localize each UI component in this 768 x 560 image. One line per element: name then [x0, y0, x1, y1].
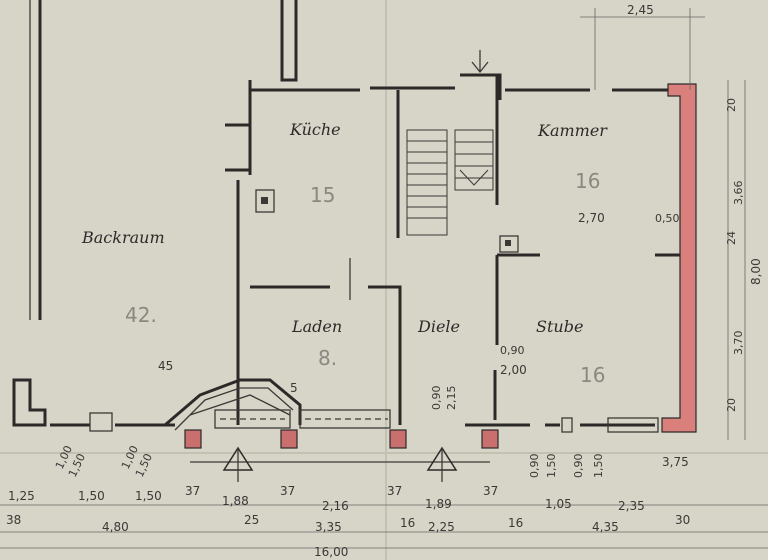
- dim-right-5: 20: [725, 398, 738, 412]
- dim-right-1: 20: [725, 98, 738, 112]
- dim-bottom-row2: 16: [508, 516, 523, 530]
- dim-bottom-row1: 37: [483, 484, 498, 498]
- entrance-markers: [190, 446, 490, 482]
- dim-opening-7: 0,90: [572, 454, 585, 479]
- dim-bottom-row1: 37: [387, 484, 402, 498]
- dim-bottom-row1: 1,50: [78, 489, 105, 503]
- room-label-backraum: Backraum: [81, 228, 165, 247]
- dim-interior-6: 2,15: [445, 386, 458, 411]
- dim-bottom-row1: 2,16: [322, 499, 349, 513]
- chimney-flues: [255, 189, 519, 253]
- room-label-kueche: Küche: [289, 120, 341, 139]
- dim-bottom-row2: 4,35: [592, 520, 619, 534]
- dim-right-3: 24: [725, 231, 738, 245]
- area-kammer: 16: [575, 169, 600, 193]
- area-kueche: 15: [310, 183, 335, 207]
- area-annotations: 42. 15 16 8. 16 45: [125, 169, 605, 387]
- dim-bottom-row2: 25: [244, 513, 259, 527]
- dim-interior-4: 2,00: [500, 363, 527, 377]
- dim-opening-5: 0,90: [528, 454, 541, 479]
- shop-front: [164, 378, 391, 431]
- right-dimensions: 20 3,66 24 3,70 20 8,00: [725, 98, 763, 412]
- bottom-dimensions: 1,25 1,50 1,50 37 1,88 37 2,16 37 1,89 3…: [6, 484, 690, 559]
- neighbor-wall: [12, 0, 47, 427]
- dim-right-total: 8,00: [749, 258, 763, 285]
- room-label-diele: Diele: [417, 317, 460, 336]
- interior-walls: [225, 75, 680, 425]
- red-exterior-wall: [661, 83, 697, 433]
- window-stubs: [89, 412, 659, 433]
- dim-bottom-row1: 1,88: [222, 494, 249, 508]
- room-labels: Backraum Küche Kammer Laden Diele Stube: [81, 120, 608, 336]
- dim-top-width: 2,45: [627, 3, 654, 17]
- dim-bottom-row1: 1,05: [545, 497, 572, 511]
- dim-opening-9: 3,75: [662, 455, 689, 469]
- dim-interior-5: 0,90: [430, 386, 443, 411]
- dim-opening-8: 1,50: [592, 454, 605, 479]
- area-backraum: 42.: [125, 303, 157, 327]
- room-label-kammer: Kammer: [537, 121, 608, 140]
- room-label-stube: Stube: [536, 317, 583, 336]
- dim-opening-10: 5: [290, 381, 298, 395]
- dim-bottom-row2: 4,80: [102, 520, 129, 534]
- dim-interior-2: 0,50: [655, 212, 680, 225]
- room-label-laden: Laden: [291, 317, 342, 336]
- area-laden: 8.: [318, 346, 337, 370]
- staircase: [406, 50, 494, 236]
- dim-bottom-row2: 30: [675, 513, 690, 527]
- dim-bottom-row2: 2,25: [428, 520, 455, 534]
- dim-bottom-row1: 1,50: [135, 489, 162, 503]
- dim-opening-6: 1,50: [545, 454, 558, 479]
- dim-bottom-total: 16,00: [314, 545, 348, 559]
- area-misc: 45: [158, 359, 173, 373]
- red-piers: [184, 429, 499, 449]
- dim-bottom-row1: 1,25: [8, 489, 35, 503]
- dim-bottom-row2: 3,35: [315, 520, 342, 534]
- dim-interior-3: 0,90: [500, 344, 525, 357]
- dimension-lines: [0, 8, 768, 549]
- dim-bottom-row1: 37: [185, 484, 200, 498]
- dim-bottom-row2: 16: [400, 516, 415, 530]
- dim-right-4: 3,70: [732, 331, 745, 356]
- chimney-top: [280, 0, 298, 82]
- dim-bottom-row1: 2,35: [618, 499, 645, 513]
- exterior-walls: [50, 73, 668, 427]
- dim-bottom-row1: 37: [280, 484, 295, 498]
- dim-interior-1: 2,70: [578, 211, 605, 225]
- dim-bottom-row2: 38: [6, 513, 21, 527]
- dim-right-2: 3,66: [732, 181, 745, 206]
- dim-bottom-row1: 1,89: [425, 497, 452, 511]
- area-stube: 16: [580, 363, 605, 387]
- interior-dimensions: 2,70 0,50 0,90 2,00 0,90 2,15: [430, 211, 680, 410]
